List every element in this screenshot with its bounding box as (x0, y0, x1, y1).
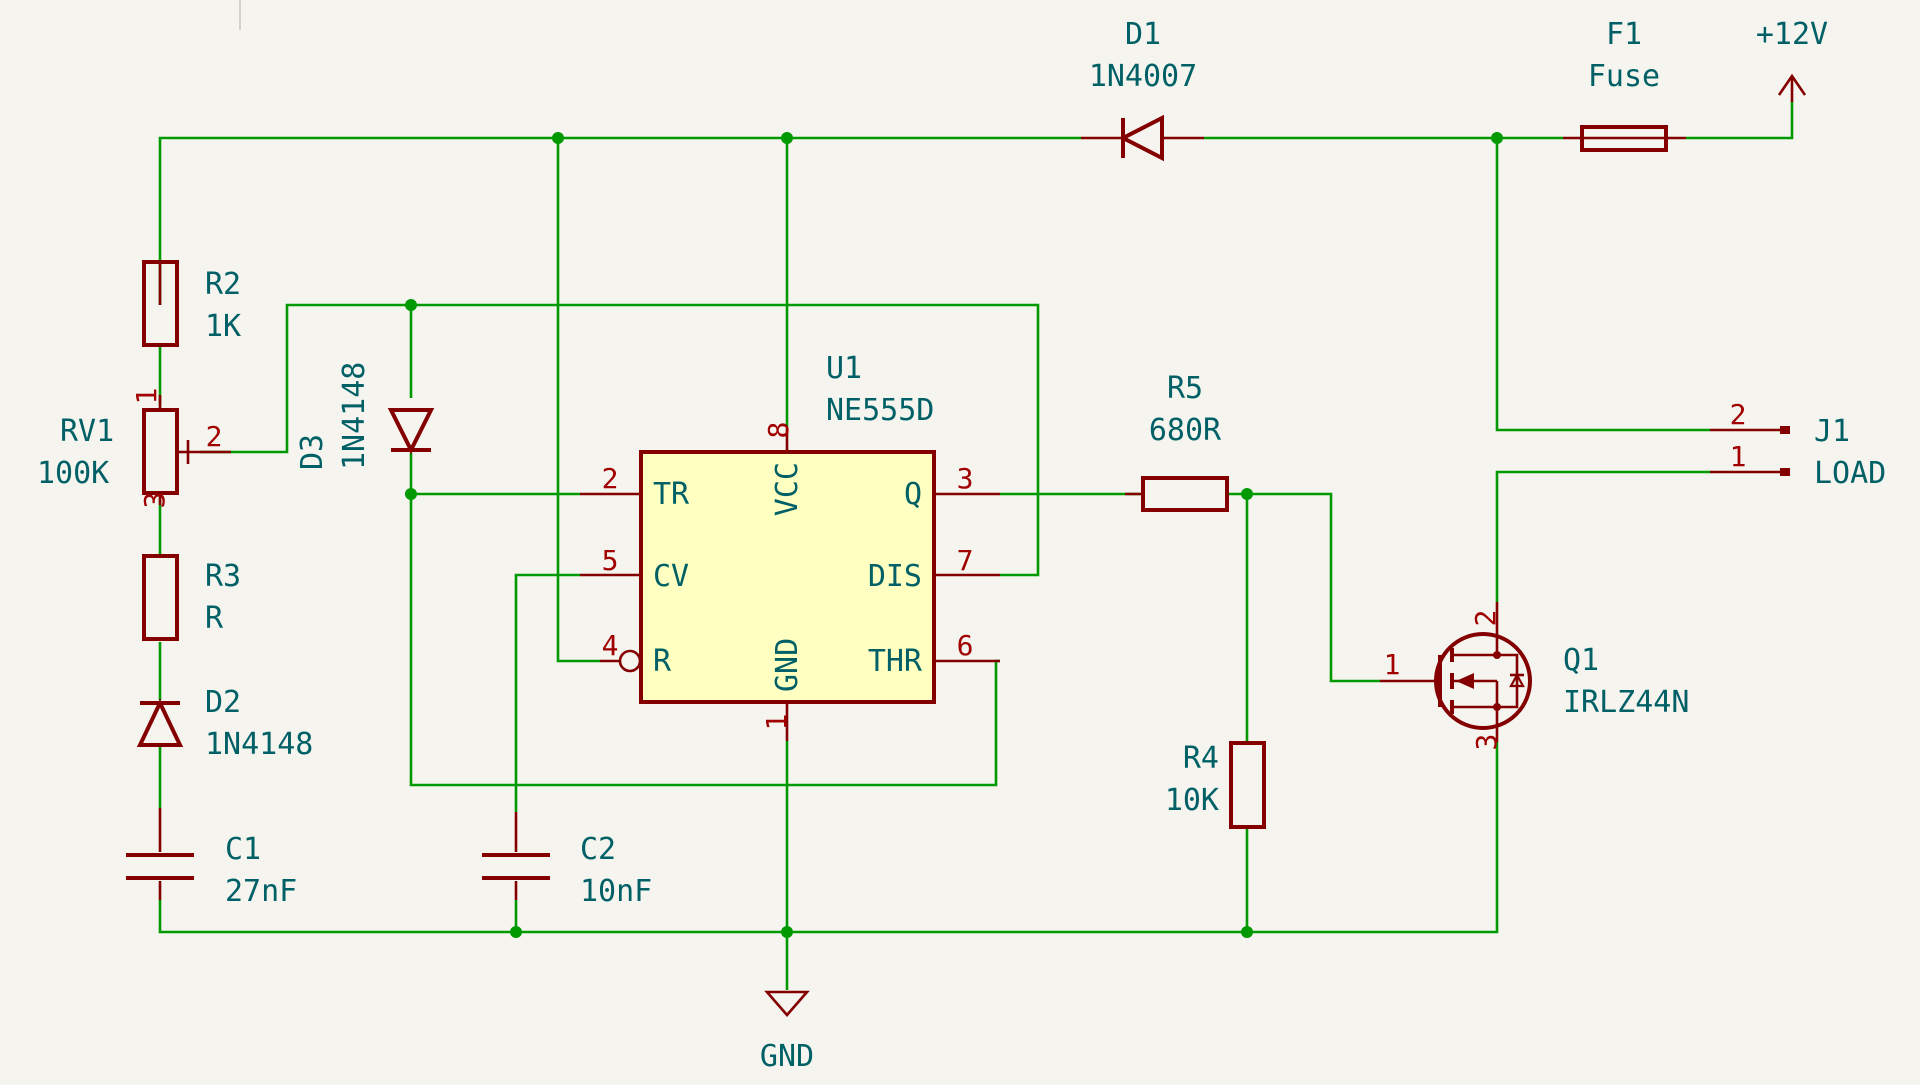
r2-value: 1K (205, 309, 241, 344)
resistor-r2: R2 1K (142, 260, 241, 347)
c1-ref: C1 (225, 832, 261, 867)
r4-ref: R4 (1183, 741, 1219, 776)
wires (158, 102, 1794, 990)
c2-value: 10nF (580, 874, 652, 909)
u1-pin-dis-name: DIS (868, 559, 922, 594)
wire-top-rail-left (158, 136, 1081, 305)
u1-pin-r-name: R (653, 644, 672, 679)
j1-pin2: 2 (1730, 398, 1747, 431)
d2-ref: D2 (205, 685, 241, 720)
junction-dot (405, 299, 417, 311)
wire-j1-pin2 (1495, 138, 1710, 432)
u1-pin-q-name: Q (904, 477, 922, 512)
f1-value: Fuse (1588, 59, 1660, 94)
u1-pin-vcc-num: 8 (762, 422, 795, 439)
wire-r5-gate (1227, 492, 1380, 683)
junction-dot (1491, 132, 1503, 144)
j1-ref: J1 (1814, 414, 1850, 449)
resistor-r5: R5 680R (1125, 371, 1229, 512)
c1-value: 27nF (225, 874, 297, 909)
rv1-ref: RV1 (60, 414, 114, 449)
u1-pin-cv-name: CV (653, 559, 689, 594)
junction-dot (552, 132, 564, 144)
d2-value: 1N4148 (205, 727, 313, 762)
capacitor-c2: C2 10nF (482, 812, 652, 909)
rv1-pin3: 3 (138, 492, 171, 509)
u1-pin-gnd-name: GND (770, 638, 805, 692)
d1-ref: D1 (1125, 17, 1161, 52)
junction-dot (781, 132, 793, 144)
r4-value: 10K (1165, 783, 1219, 818)
u1-pin-gnd-num: 1 (760, 714, 793, 731)
r5-ref: R5 (1167, 371, 1203, 406)
reset-inverted-bubble (618, 649, 642, 673)
rv1-value: 100K (37, 456, 109, 491)
u1-pin-cv-num: 5 (602, 544, 619, 577)
wire-bottom-rail (158, 742, 1499, 934)
mosfet-q1: 1 2 3 Q1 IRLZ44N (1380, 602, 1689, 750)
c2-ref: C2 (580, 832, 616, 867)
rv1-pin2: 2 (206, 420, 223, 453)
junction-dot (405, 488, 417, 500)
r3-ref: R3 (205, 559, 241, 594)
j1-value: LOAD (1814, 456, 1886, 491)
diode-d2: D2 1N4148 (136, 685, 313, 762)
ic-u1-ne555: 2 5 4 8 1 3 7 6 TR CV R VCC GND Q DIS TH… (580, 351, 1000, 741)
r3-value: R (205, 601, 224, 636)
capacitor-c1: C1 27nF (126, 808, 297, 909)
u1-ref: U1 (826, 351, 862, 386)
potentiometer-rv1: 1 2 3 RV1 100K (37, 388, 231, 509)
junction-dot (1241, 926, 1253, 938)
wire-cv-c2 (514, 573, 580, 812)
q1-ref: Q1 (1563, 643, 1599, 678)
power-12v-symbol: +12V (1756, 17, 1828, 102)
u1-value: NE555D (826, 393, 934, 428)
u1-pin-tr-num: 2 (602, 462, 619, 495)
u1-pin-r-num: 4 (602, 629, 619, 662)
ground-label: GND (760, 1039, 814, 1074)
u1-pin-q-num: 3 (957, 462, 974, 495)
fuse-f1: F1 Fuse (1563, 17, 1686, 152)
d3-ref: D3 (295, 434, 330, 470)
resistor-r3: R3 R (142, 554, 241, 641)
junction-dot (1241, 488, 1253, 500)
u1-pin-vcc-name: VCC (770, 462, 805, 516)
q1-pin-source: 3 (1470, 734, 1503, 751)
rv1-pin1: 1 (130, 388, 163, 405)
wire-reset-vcc (556, 138, 600, 663)
u1-pin-thr-name: THR (868, 644, 923, 679)
wire-j1-pin1 (1495, 470, 1710, 602)
u1-pin-tr-name: TR (653, 477, 690, 512)
u1-pin-dis-num: 7 (957, 544, 974, 577)
diode-d3: D3 1N4148 (295, 362, 435, 470)
q1-pin-gate: 1 (1384, 648, 1401, 681)
d3-value: 1N4148 (337, 362, 372, 470)
f1-ref: F1 (1606, 17, 1642, 52)
diode-d1: D1 1N4007 (1081, 17, 1204, 162)
resistor-r4: R4 10K (1165, 741, 1266, 829)
ground-symbol: GND (760, 990, 814, 1074)
u1-pin-thr-num: 6 (957, 629, 974, 662)
wire-wiper-dis-loop (200, 303, 1040, 577)
wire-f1-to-12v (1686, 102, 1794, 140)
junction-dot (510, 926, 522, 938)
q1-value: IRLZ44N (1563, 685, 1689, 720)
connector-j1: 2 1 J1 LOAD (1710, 398, 1886, 491)
j1-pin1: 1 (1730, 440, 1747, 473)
u1-body (639, 450, 936, 704)
junction-dot (781, 926, 793, 938)
r2-ref: R2 (205, 267, 241, 302)
r5-value: 680R (1149, 413, 1222, 448)
d1-value: 1N4007 (1089, 59, 1197, 94)
junctions (405, 132, 1503, 938)
power-12v-label: +12V (1756, 17, 1828, 52)
q1-pin-drain: 2 (1469, 610, 1502, 627)
